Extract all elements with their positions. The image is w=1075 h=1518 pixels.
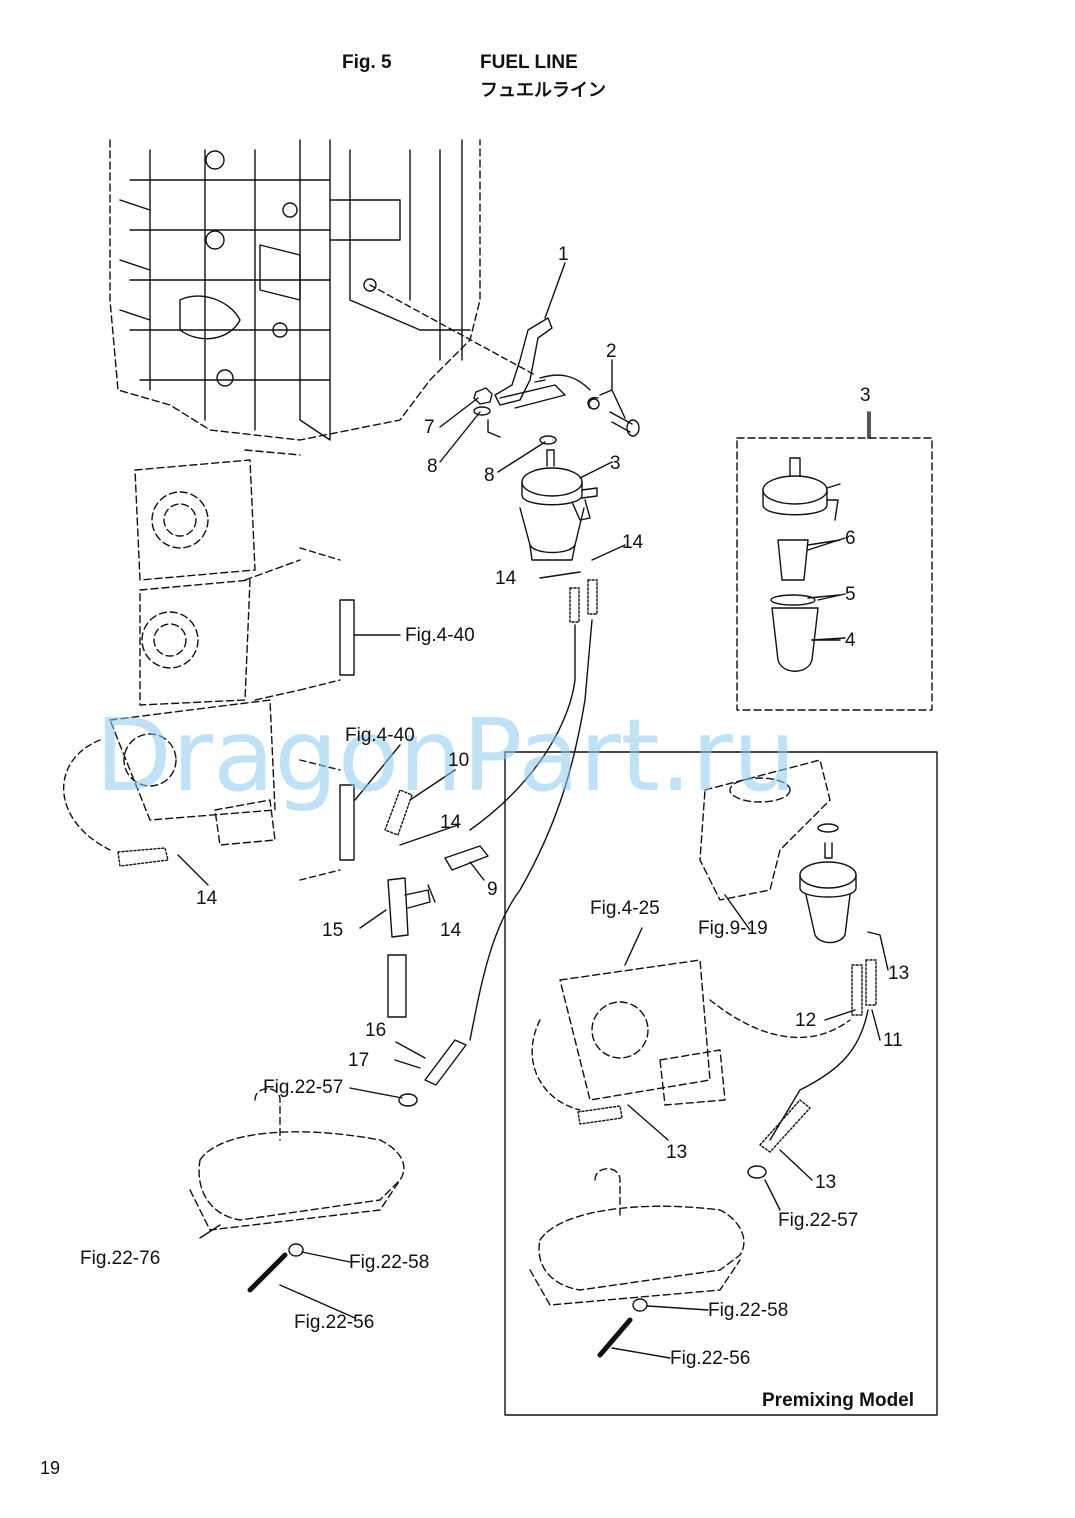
page-title-japanese: フュエルライン [480,80,606,100]
callout-17: 17 [348,1050,370,1071]
callout-14-hose: 14 [440,812,462,833]
premix-bracket [699,759,831,901]
filter-detail-box [736,437,933,711]
watermark-text: DragonPart.ru [95,697,796,814]
callout-fig-22-56-left: Fig.22-56 [294,1312,375,1333]
callout-14-joint: 14 [440,920,462,941]
callout-fig-22-76: Fig.22-76 [80,1248,161,1269]
callout-fig-9-19: Fig.9-19 [698,918,768,939]
callout-10: 10 [448,750,470,771]
callout-15: 15 [322,920,344,941]
premix-carburetor [559,959,726,1106]
callout-12: 12 [795,1010,817,1031]
fuel-filter-part-3 [519,449,598,561]
callout-3-main: 3 [610,453,621,474]
page-number: 19 [40,1458,61,1478]
premix-fuel-filter [799,842,857,944]
callout-fig-4-25: Fig.4-25 [590,898,660,919]
callout-14-filter: 14 [622,532,644,553]
figure-number: Fig. 5 [342,52,392,73]
callout-8-right: 8 [484,465,495,486]
callout-fig-22-58-left: Fig.22-58 [349,1252,430,1273]
callout-13-hose: 13 [815,1172,837,1193]
callout-2: 2 [606,341,617,362]
fitting-fig-22-57 [398,1093,418,1107]
callout-6: 6 [845,528,856,549]
premixing-model-label: Premixing Model [762,1390,915,1411]
callout-fig-22-57-left: Fig.22-57 [263,1077,344,1098]
callout-fig-22-57-right: Fig.22-57 [778,1210,859,1231]
callout-14-carb: 14 [196,888,218,909]
callout-fig-22-58-right: Fig.22-58 [708,1300,789,1321]
hose-part-16 [424,1039,467,1086]
callout-fig-4-40-upper: Fig.4-40 [405,625,475,646]
filter-detail-drawing [762,411,871,672]
oil-tank-drawing [189,1088,405,1231]
callout-4: 4 [845,630,856,651]
page-title: FUEL LINE [480,52,578,73]
bolt-part-2 [587,396,640,437]
callout-16: 16 [365,1020,387,1041]
callout-fig-22-56-right: Fig.22-56 [670,1348,751,1369]
hose-part-10 [384,789,413,836]
engine-block-drawing [109,139,536,441]
callout-11: 11 [883,1030,903,1051]
nut-part-7 [473,387,557,445]
callout-7: 7 [424,417,435,438]
premix-oil-tank [529,1168,745,1306]
callout-5: 5 [845,584,856,605]
joint-part-15 [387,877,431,1018]
callout-1: 1 [558,244,569,265]
hose-from-filter [444,579,598,1041]
bracket-part-1 [494,317,591,409]
premixing-model-box [504,751,938,1416]
carburetor-stack [109,449,301,846]
callout-8-left: 8 [427,456,438,477]
callout-13-carb: 13 [666,1142,688,1163]
callout-13-filter: 13 [888,963,910,984]
callout-fig-4-40-lower: Fig.4-40 [345,725,415,746]
pipe-fig-4-40 [299,547,355,881]
callout-9: 9 [487,879,498,900]
callout-3-box: 3 [860,385,871,406]
callout-14-filter-left: 14 [495,568,517,589]
